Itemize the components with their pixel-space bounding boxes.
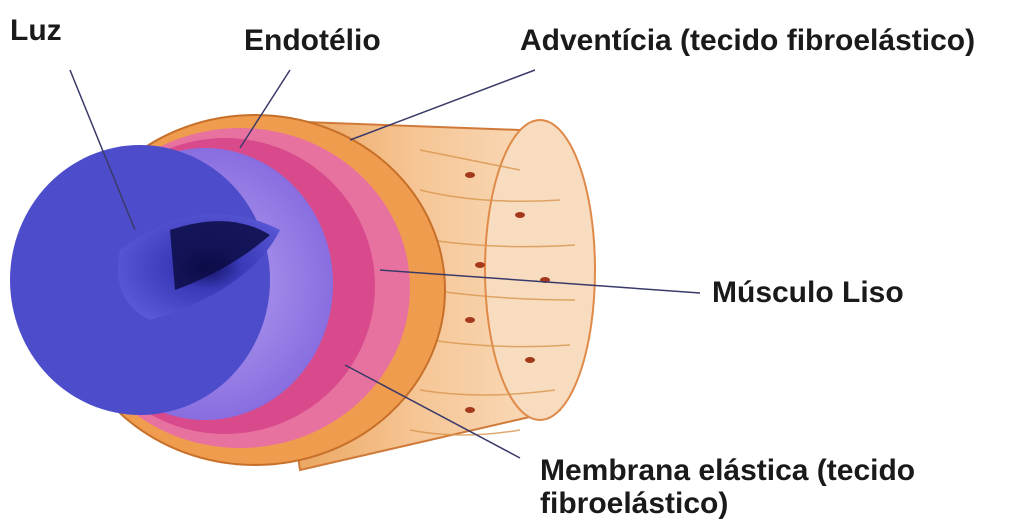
label-adventicia: Adventícia (tecido fibroelástico)	[520, 24, 975, 57]
label-luz: Luz	[10, 14, 62, 47]
adventitia-end	[485, 120, 595, 420]
label-musculo-liso: Músculo Liso	[712, 276, 904, 309]
label-membrana-elastica: Membrana elástica (tecido fibroelástico)	[540, 454, 1010, 520]
label-endotelio: Endotélio	[244, 24, 381, 57]
